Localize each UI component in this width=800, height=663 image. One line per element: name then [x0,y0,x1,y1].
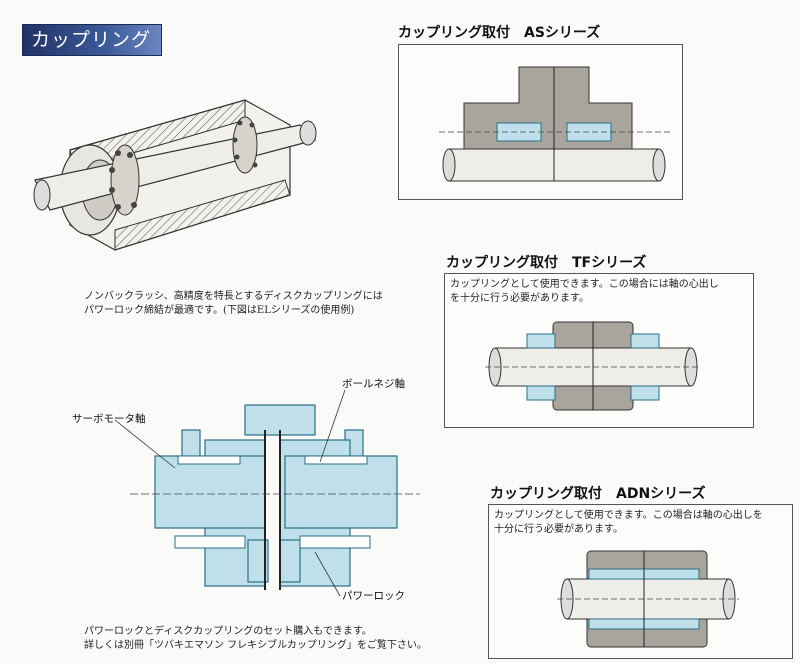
ball-screw-label: ボールネジ軸 [342,378,405,390]
tf-series-box: カップリングとして使用できます。この場合には軸の心出し を十分に行う必要がありま… [444,273,754,428]
isometric-coupling-illustration [33,99,317,251]
adn-series-heading: カップリング取付 ADNシリーズ [490,486,706,502]
as-series-heading: カップリング取付 ASシリーズ [398,25,601,41]
page-title: カップリング [31,29,152,51]
tf-note-line-2: を十分に行う必要があります。 [450,293,589,304]
adn-note-line-1: カップリングとして使用できます。この場合は軸の心出しを [494,510,763,521]
adn-series-diagram [557,550,739,648]
tf-note-line-1: カップリングとして使用できます。この場合には軸の心出し [450,279,719,290]
tf-series-diagram [485,321,701,411]
adn-series-box: カップリングとして使用できます。この場合は軸の心出しを 十分に行う必要があります… [488,504,793,659]
power-lock-label: パワーロック [342,590,405,602]
page-title-banner: カップリング [22,24,162,56]
as-series-diagram [439,66,671,182]
intro-line-1: ノンバックラッシ、高精度を特長とするディスクカップリングには [84,291,383,302]
footer-line-1: パワーロックとディスクカップリングのセット購入もできます。 [84,626,372,637]
servo-shaft-label: サーボモータ軸 [72,413,146,425]
intro-line-2: パワーロック締結が最適です。(下図はELシリーズの使用例) [84,305,355,316]
as-series-diagram-box [398,44,683,200]
adn-note-line-2: 十分に行う必要があります。 [494,524,623,535]
tf-series-heading: カップリング取付 TFシリーズ [446,255,647,271]
footer-line-2: 詳しくは別冊「ツバキエマソン フレキシブルカップリング」をご覧下さい。 [84,640,427,651]
